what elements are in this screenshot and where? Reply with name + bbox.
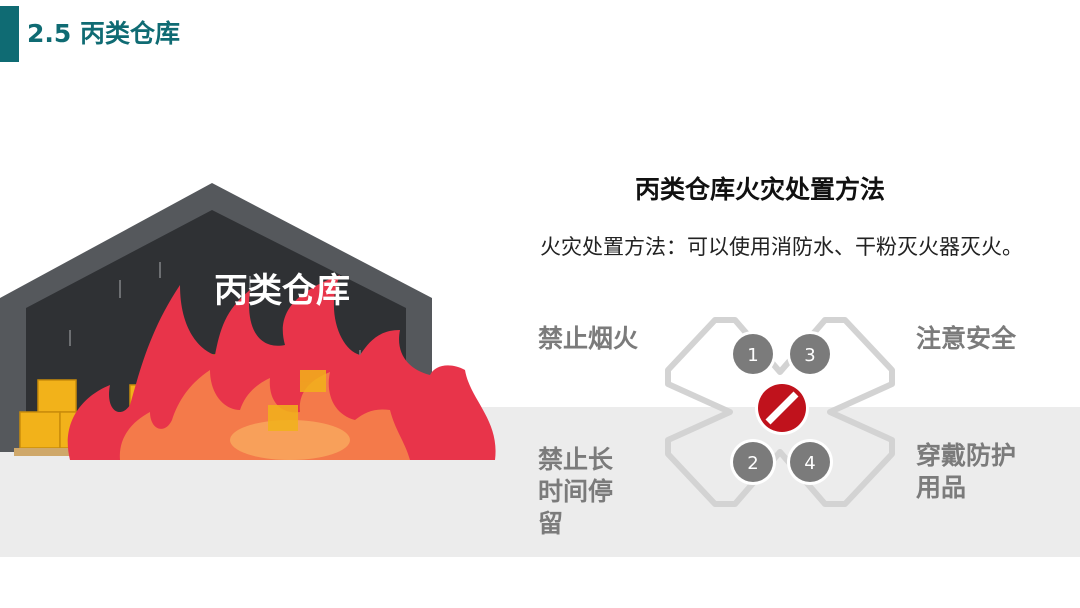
badge-3 — [790, 334, 830, 374]
building-label: 丙类仓库 — [214, 271, 350, 311]
page-title: 2.5 丙类仓库 — [27, 19, 180, 48]
badge-2 — [733, 442, 773, 482]
method-text: 火灾处置方法：可以使用消防水、干粉灭火器灭火。 — [540, 235, 1023, 259]
prohibition-icon — [755, 381, 809, 435]
rule-label-1: 禁止烟火 — [538, 324, 639, 353]
section-heading: 丙类仓库火灾处置方法 — [634, 175, 885, 204]
warehouse-fire-icon: 丙类仓库 — [0, 183, 496, 460]
rule-label-2: 禁止长时间停留 — [538, 444, 622, 540]
pallet — [14, 448, 84, 456]
badge-3-number: 3 — [804, 345, 815, 366]
burning-boxes — [268, 370, 326, 431]
badge-1-number: 1 — [747, 345, 758, 366]
rule-label-4-text: 穿戴防护用品 — [916, 441, 1017, 502]
rules-diagram: 1 3 2 4 — [665, 317, 895, 507]
badge-4-number: 4 — [804, 453, 815, 474]
badge-4 — [790, 442, 830, 482]
title-accent-bar — [0, 6, 19, 62]
rule-label-3: 注意安全 — [916, 324, 1017, 353]
badge-1 — [733, 334, 773, 374]
badge-2-number: 2 — [747, 453, 758, 474]
rule-label-4: 穿戴防护用品 — [916, 440, 1026, 504]
x-outline — [665, 317, 895, 507]
flame-core — [230, 420, 350, 460]
rule-label-2-text: 禁止长时间停留 — [538, 445, 614, 538]
